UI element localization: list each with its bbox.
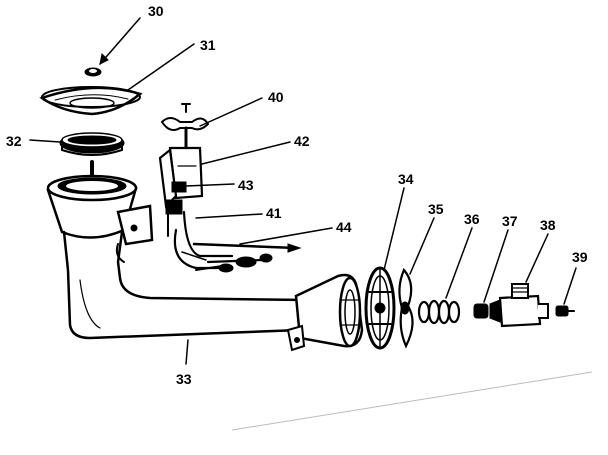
part-38-valve: [489, 283, 549, 328]
label-43: 43: [238, 177, 254, 193]
part-36-spring: [417, 299, 461, 325]
part-40-wing-screw: [160, 103, 210, 150]
part-42-bracket: [158, 146, 204, 209]
scan-streak: [231, 371, 593, 431]
part-30-cap: [84, 67, 102, 77]
part-39-fitting: [555, 305, 575, 317]
label-33: 33: [176, 371, 192, 387]
part-43-pilot: [165, 181, 187, 237]
label-36: 36: [464, 211, 480, 227]
label-31: 31: [200, 37, 216, 53]
label-42: 42: [294, 133, 310, 149]
label-39: 39: [572, 249, 588, 265]
label-38: 38: [540, 217, 556, 233]
label-32: 32: [6, 133, 22, 149]
label-40: 40: [268, 89, 284, 105]
part-35-wing: [398, 267, 414, 349]
part-34-shutter-disc: [364, 266, 396, 350]
part-32-screen: [59, 132, 125, 156]
label-34: 34: [398, 171, 414, 187]
label-37: 37: [502, 213, 518, 229]
part-labels: 30 31 32 33 34 35 36 37 38 39 40 41 42 4…: [6, 3, 588, 387]
part-41-thermocouple: [173, 210, 234, 270]
part-33-burner-tube: [46, 174, 364, 365]
label-35: 35: [428, 201, 444, 217]
label-41: 41: [266, 205, 282, 221]
part-31-bowl: [39, 86, 143, 116]
leader-lines: [29, 17, 577, 305]
part-44-tubing: [192, 242, 302, 273]
part-37-nut: [473, 303, 489, 319]
label-44: 44: [336, 219, 352, 235]
label-30: 30: [148, 3, 164, 19]
